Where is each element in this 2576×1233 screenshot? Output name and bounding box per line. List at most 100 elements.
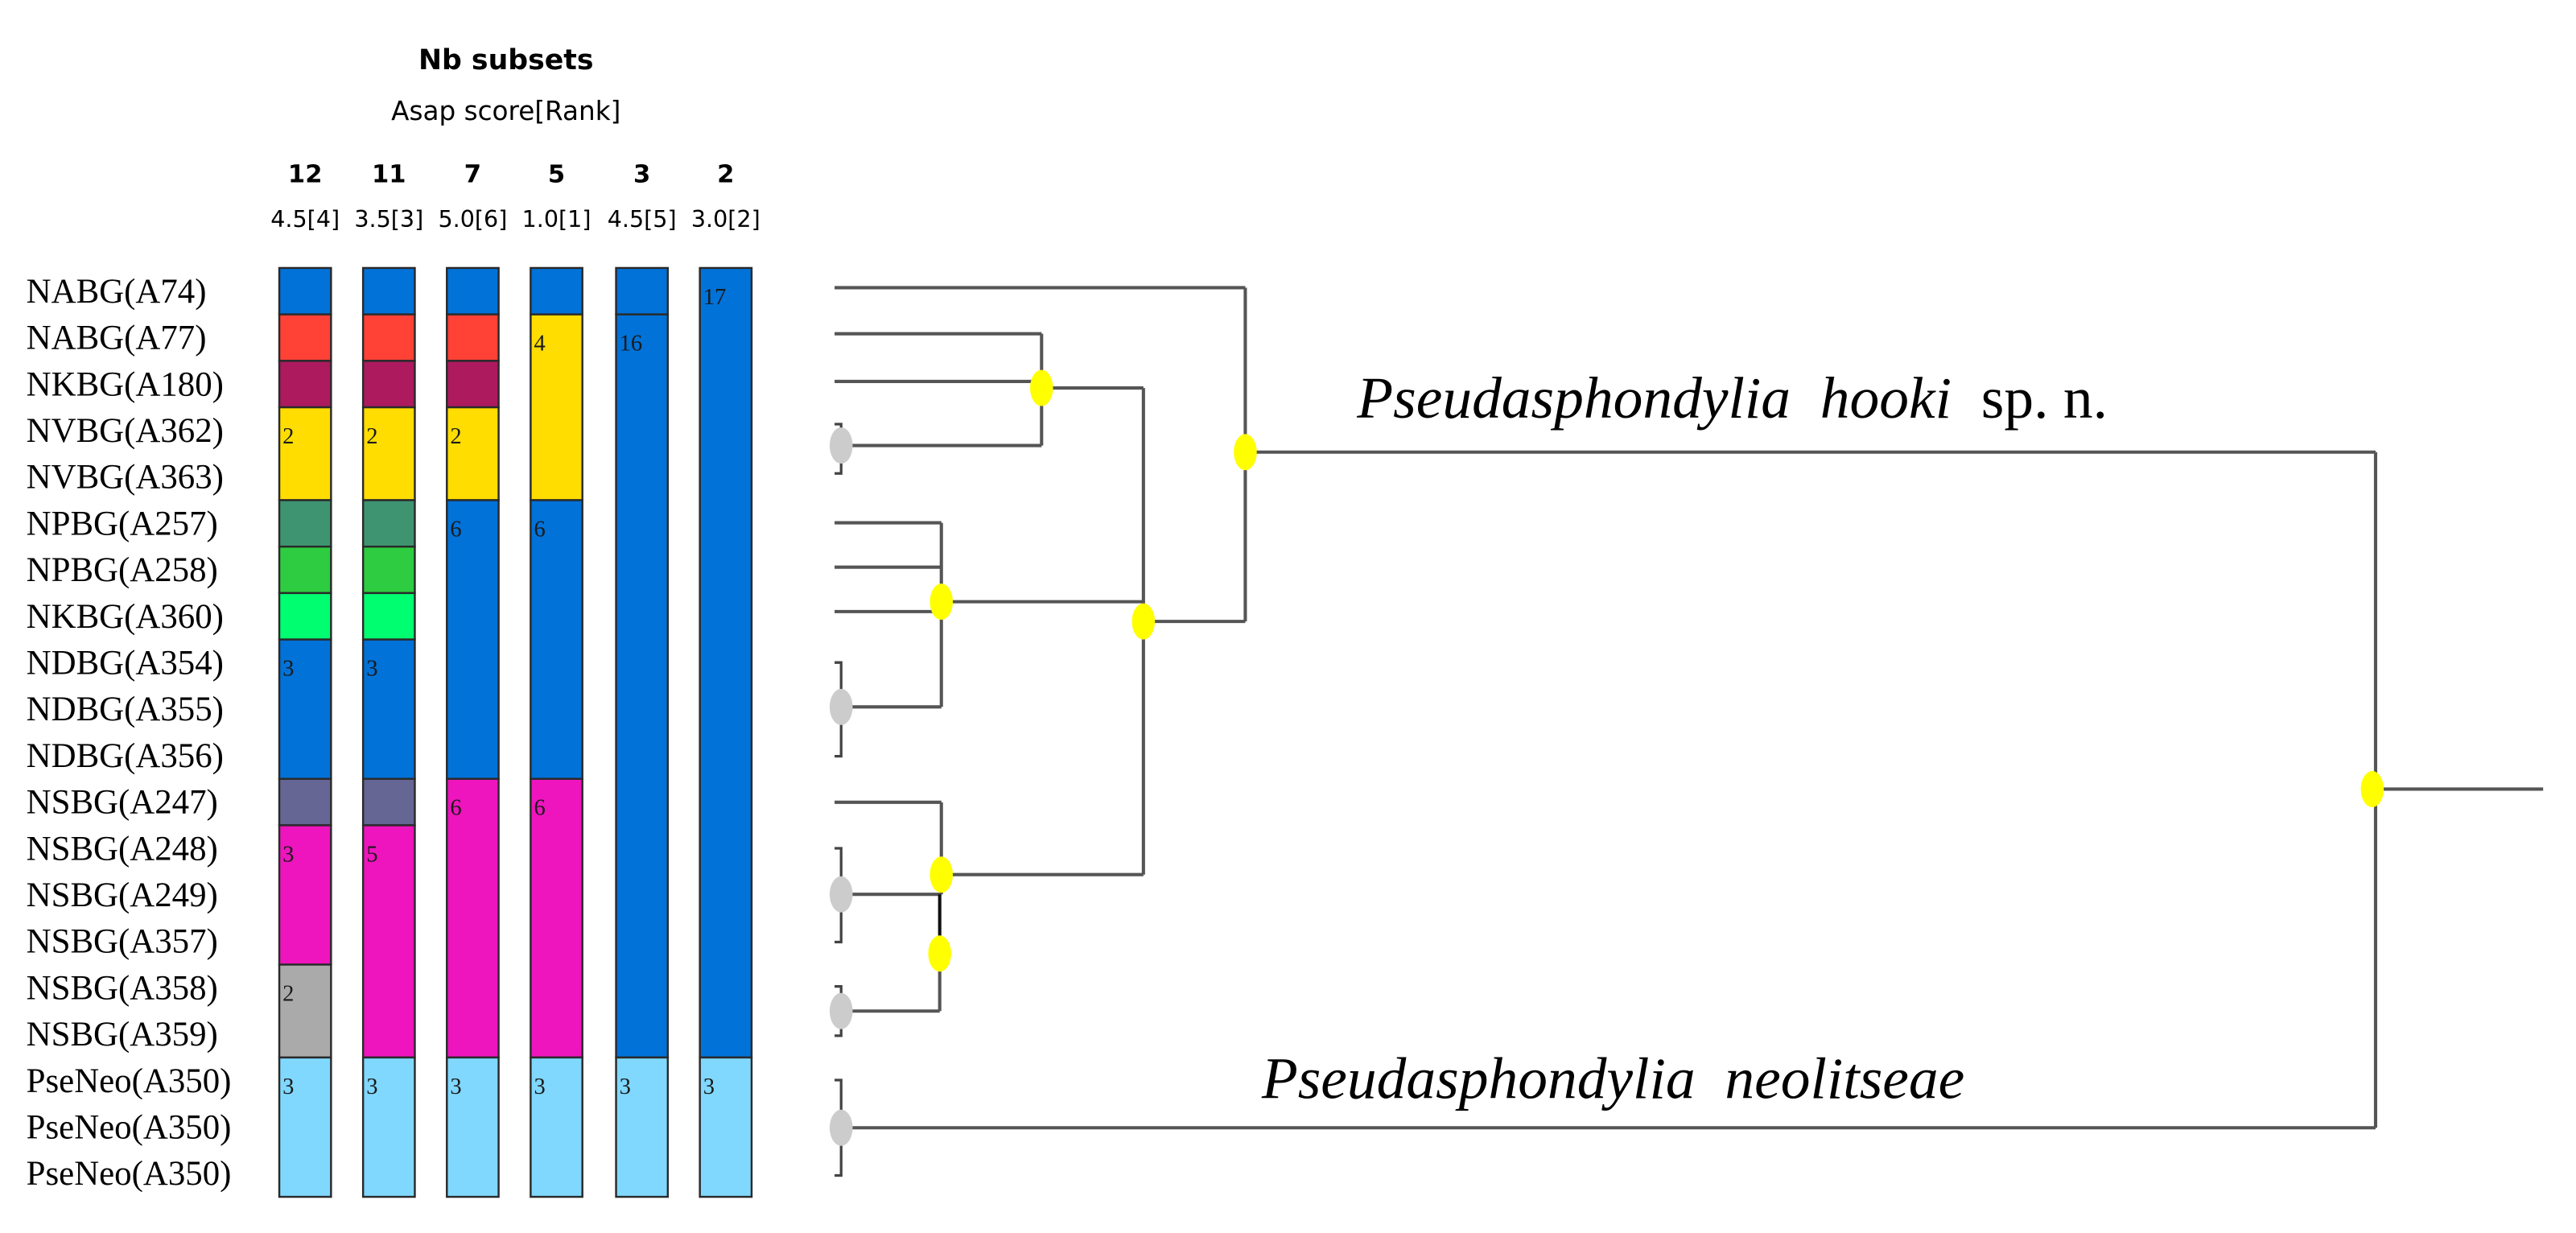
subset-segment xyxy=(278,266,332,315)
specimen-label: NABG(A77) xyxy=(27,320,207,357)
support-node-3 xyxy=(1131,603,1156,640)
partition-column: 2 6 6 3 xyxy=(446,266,500,1198)
partition-nb-subsets: 3 xyxy=(633,161,650,189)
header-subtitle: Asap score[Rank] xyxy=(391,96,620,126)
support-node-5 xyxy=(928,935,952,972)
subset-segment xyxy=(361,406,416,501)
subset-size-label: 6 xyxy=(450,517,461,542)
subset-segment xyxy=(446,313,500,362)
subset-size-label: 17 xyxy=(703,285,727,310)
subset-segment xyxy=(278,592,332,641)
collapsed-node-NSBG-b xyxy=(829,992,853,1029)
partition-headers: 124.5[4]113.5[3]75.0[6]51.0[1]34.5[5]23.… xyxy=(270,161,760,233)
subset-size-label: 3 xyxy=(366,657,377,682)
subset-size-label: 3 xyxy=(282,1074,294,1099)
subset-size-label: 3 xyxy=(534,1074,545,1099)
subset-segment xyxy=(361,313,416,362)
subset-size-label: 3 xyxy=(366,1074,377,1099)
subset-segment xyxy=(361,499,416,548)
subset-segment xyxy=(361,638,416,780)
subset-segment xyxy=(278,545,332,595)
specimen-label: NSBG(A359) xyxy=(27,1016,218,1054)
collapsed-node-neolitseae xyxy=(829,1109,853,1146)
specimen-label: NSBG(A247) xyxy=(27,784,218,822)
subset-segment xyxy=(361,360,416,409)
subset-segment xyxy=(699,266,753,1059)
subset-segment xyxy=(615,266,670,315)
subset-segment xyxy=(278,777,332,827)
subset-segment xyxy=(446,406,500,501)
subset-size-label: 3 xyxy=(282,657,294,682)
collapsed-node-NVBG xyxy=(829,427,853,464)
subset-size-label: 6 xyxy=(534,796,545,821)
specimen-label: NSBG(A248) xyxy=(27,830,218,868)
hooki-genus: Pseudasphondylia xyxy=(1356,365,1791,431)
partition-asap-score: 5.0[6] xyxy=(438,205,507,233)
specimen-label: NPBG(A257) xyxy=(27,505,218,542)
specimen-label: NKBG(A360) xyxy=(27,598,224,636)
header-title: Nb subsets xyxy=(418,44,594,76)
phylogenetic-tree xyxy=(829,286,2544,1177)
subset-segment xyxy=(446,266,500,315)
subset-segment xyxy=(615,1056,670,1198)
hooki-epithet: hooki xyxy=(1820,365,1952,431)
species-label-hooki: Pseudasphondylia hooki sp. n. xyxy=(1356,365,2108,431)
support-node-1 xyxy=(1029,369,1053,406)
subset-size-label: 3 xyxy=(620,1074,631,1099)
neolitseae-genus: Pseudasphondylia xyxy=(1261,1045,1696,1111)
subset-size-label: 6 xyxy=(534,517,545,542)
collapsed-node-NDBG xyxy=(829,688,853,725)
partition-column: 4 6 6 3 xyxy=(530,266,583,1198)
partition-nb-subsets: 5 xyxy=(548,161,565,189)
specimen-label: NSBG(A357) xyxy=(27,923,218,961)
subset-size-label: 4 xyxy=(534,332,545,357)
subset-segment xyxy=(278,1056,332,1198)
specimen-label: PseNeo(A350) xyxy=(27,1062,232,1100)
specimen-label: PseNeo(A350) xyxy=(27,1109,232,1147)
hooki-suffix: sp. n. xyxy=(1981,365,2108,431)
specimen-labels: NABG(A74)NABG(A77)NKBG(A180)NVBG(A362)NV… xyxy=(27,273,232,1193)
partition-column: 163 xyxy=(615,266,670,1198)
support-node-hooki xyxy=(1234,434,1257,471)
specimen-label: NDBG(A356) xyxy=(27,737,224,775)
partition-nb-subsets: 12 xyxy=(288,161,323,189)
subset-size-label: 2 xyxy=(282,981,294,1006)
subset-segment xyxy=(361,592,416,641)
subset-segment xyxy=(361,777,416,827)
specimen-label: PseNeo(A350) xyxy=(27,1155,232,1193)
subset-segment xyxy=(530,266,583,315)
subset-segment xyxy=(278,499,332,548)
subset-segment xyxy=(530,777,583,1059)
partition-asap-score: 1.0[1] xyxy=(522,205,591,233)
collapsed-node-NSBG-a xyxy=(829,876,853,913)
subset-segment xyxy=(278,963,332,1059)
specimen-label: NSBG(A358) xyxy=(27,969,218,1007)
subset-size-label: 6 xyxy=(450,796,461,821)
partition-nb-subsets: 11 xyxy=(372,161,406,189)
subset-segment xyxy=(615,313,670,1059)
subset-segment xyxy=(530,499,583,780)
subset-size-label: 2 xyxy=(282,424,294,449)
partition-nb-subsets: 7 xyxy=(464,161,481,189)
subset-segment xyxy=(699,1056,753,1198)
specimen-label: NVBG(A362) xyxy=(27,412,224,450)
subset-segment xyxy=(446,360,500,409)
specimen-label: NPBG(A258) xyxy=(27,551,218,589)
support-node-2 xyxy=(929,584,954,621)
specimen-label: NABG(A74) xyxy=(27,273,207,311)
subset-size-label: 2 xyxy=(450,424,461,449)
subset-size-label: 3 xyxy=(450,1074,461,1099)
subset-segment xyxy=(446,1056,500,1198)
subset-size-label: 3 xyxy=(282,842,294,867)
support-node-root xyxy=(2360,771,2384,807)
partition-asap-score: 4.5[4] xyxy=(270,205,340,233)
subset-segment xyxy=(530,1056,583,1198)
support-node-4 xyxy=(929,856,954,893)
subset-segment xyxy=(278,313,332,362)
subset-segment xyxy=(278,360,332,409)
partition-asap-score: 4.5[5] xyxy=(608,205,677,233)
specimen-label: NSBG(A249) xyxy=(27,876,218,914)
